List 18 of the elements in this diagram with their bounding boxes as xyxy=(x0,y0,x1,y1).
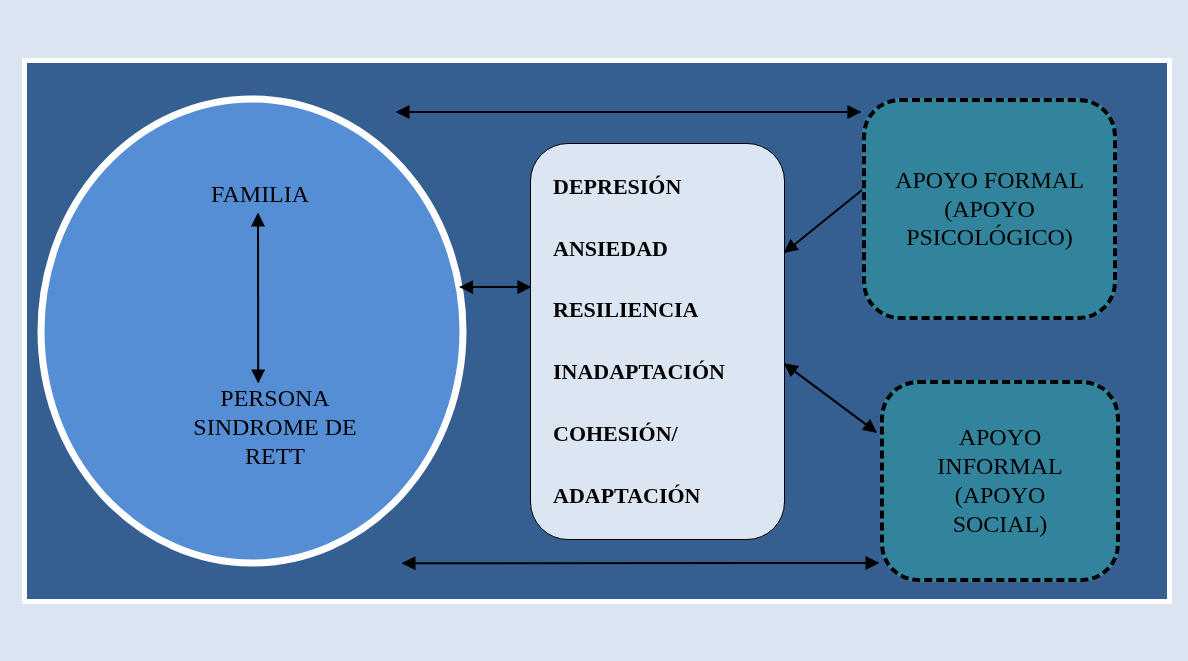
factor-label: COHESIÓN/ xyxy=(553,421,678,448)
node-label: PERSONA SINDROME DE RETT xyxy=(170,384,380,480)
support-label: APOYO FORMAL (APOYO PSICOLÓGICO) xyxy=(894,165,1085,253)
factor-box xyxy=(530,143,785,540)
support-box xyxy=(862,98,1117,320)
node-label: FAMILIA xyxy=(160,180,360,212)
factor-label: INADAPTACIÓN xyxy=(553,359,725,386)
arrow xyxy=(401,556,880,571)
arrow xyxy=(251,212,266,384)
factor-label: DEPRESIÓN xyxy=(553,173,682,201)
factor-label: ADAPTACIÓN xyxy=(553,482,701,510)
support-label: APOYO INFORMAL (APOYO SOCIAL) xyxy=(936,423,1064,539)
factor-label: ANSIEDAD xyxy=(553,235,668,262)
arrow xyxy=(783,363,878,433)
support-box xyxy=(880,380,1120,582)
arrow xyxy=(783,188,863,254)
factor-label: RESILIENCIA xyxy=(553,297,699,324)
arrow xyxy=(395,105,862,119)
